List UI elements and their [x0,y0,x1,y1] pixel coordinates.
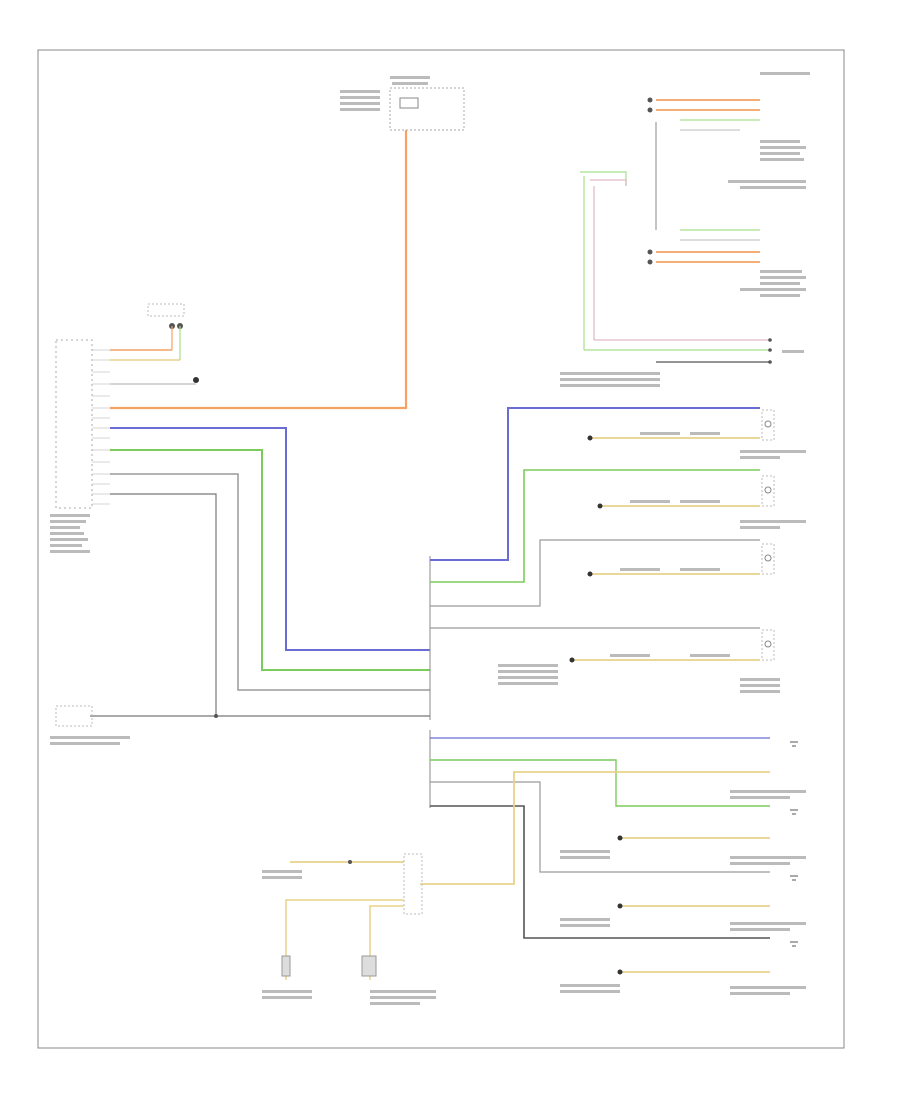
lamp-1 [761,409,775,441]
right-top-area [560,72,810,387]
wire-green-lower [430,759,770,807]
label-blocks [498,432,806,995]
diagram-frame [37,49,845,1049]
fuse-block [340,76,465,131]
left-top-connector [110,303,199,385]
wire-yellow-lower [420,771,770,885]
lower-left-module [50,705,130,745]
splice-dot [214,714,218,718]
lamp-4 [761,629,775,661]
bottom-module [262,853,436,1005]
wire-gray [110,473,430,691]
connector-dot [348,860,352,864]
inline-connectors [569,435,623,975]
wire-orange [110,130,408,410]
wire-blue-right [430,407,760,561]
ground-terminal [193,377,199,383]
wire-dark-lower [430,805,770,939]
wire-green [110,449,430,671]
wire-blue [110,427,430,651]
lamp-2 [761,475,775,507]
left-module [50,339,110,553]
left-module-caption [50,514,90,553]
left-module-pins [92,349,110,505]
lamp-symbols [761,409,775,661]
left-module-box [55,339,93,509]
wire-green-right [430,469,760,583]
wire-dark [110,493,430,717]
lamp-3 [761,543,775,575]
wire-gray-lower [430,781,770,873]
ground-symbols [790,741,798,947]
wire-gray-right [430,539,760,607]
